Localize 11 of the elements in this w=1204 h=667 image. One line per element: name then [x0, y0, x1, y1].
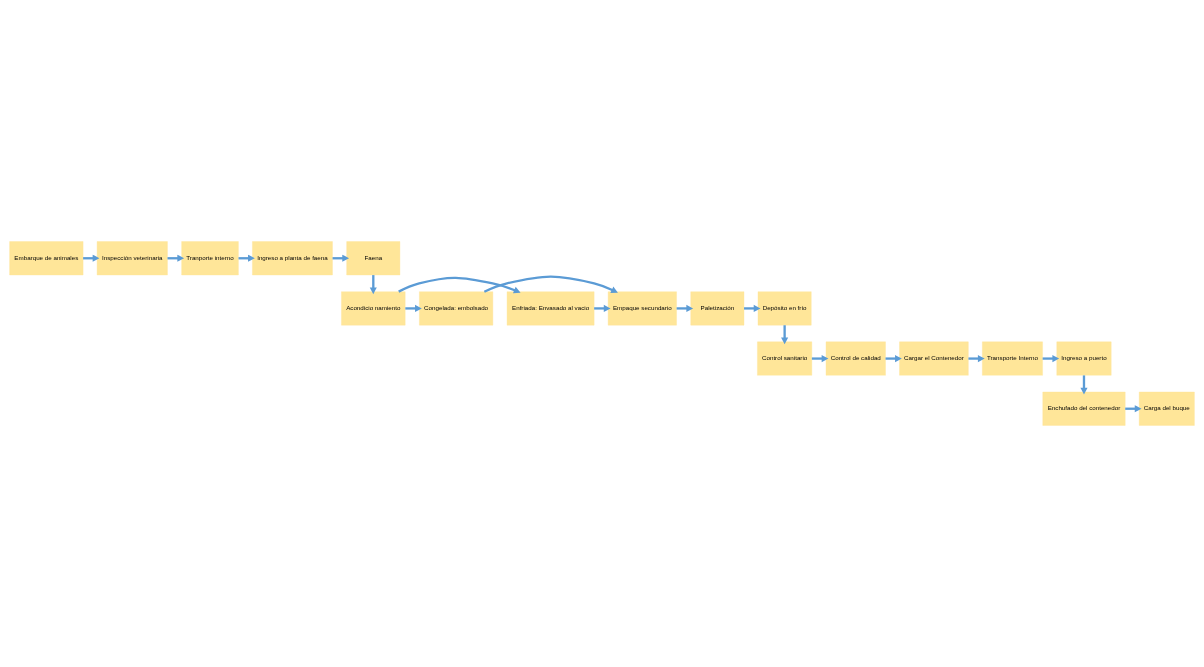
arrow — [744, 304, 761, 312]
arrow — [398, 276, 521, 294]
arrow — [885, 355, 902, 363]
arrow — [405, 304, 422, 312]
arrow — [811, 355, 829, 363]
arrow — [483, 275, 618, 293]
arrow — [1042, 355, 1060, 363]
arrow — [594, 304, 611, 312]
arrow — [676, 304, 694, 312]
arrow — [781, 325, 789, 345]
arrow — [968, 355, 985, 363]
